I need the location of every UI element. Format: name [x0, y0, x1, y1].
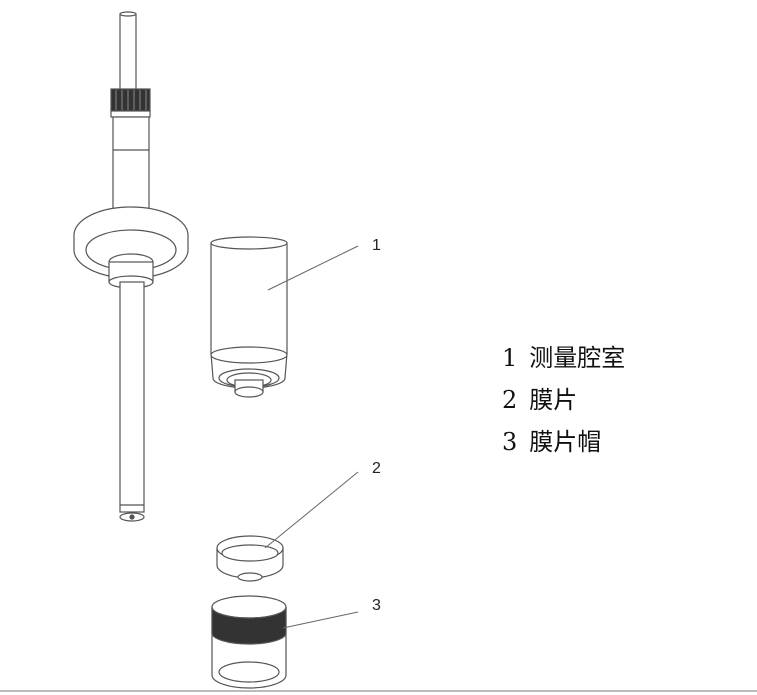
callout-2: 2 [372, 460, 381, 477]
legend-item-3: 3 膜片帽 [502, 422, 601, 457]
membrane [216, 535, 284, 582]
legend-number: 1 [502, 344, 518, 372]
knurled-ring [110, 88, 151, 112]
measuring-chamber [210, 236, 288, 398]
membrane-cap [211, 595, 287, 689]
bottom-divider [0, 690, 757, 692]
legend-number: 3 [502, 428, 518, 456]
legend-item-1: 1 测量腔室 [502, 338, 625, 373]
legend-label: 测量腔室 [529, 344, 626, 372]
legend-label: 膜片帽 [529, 428, 602, 456]
legend-item-2: 2 膜片 [502, 380, 577, 415]
sensor-body [73, 11, 189, 522]
callout-3: 3 [372, 597, 381, 614]
legend-label: 膜片 [529, 386, 578, 414]
callout-1: 1 [372, 237, 381, 254]
legend-number: 2 [502, 386, 518, 414]
leader-lines [264, 245, 359, 629]
